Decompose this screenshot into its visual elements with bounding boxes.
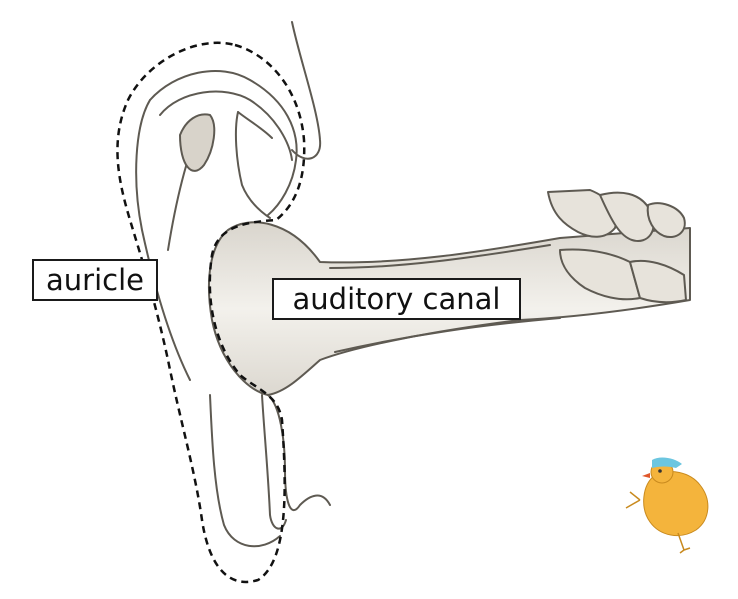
auricle-label: auricle [32, 259, 158, 301]
auditory-canal-label-text: auditory canal [292, 281, 501, 316]
auricle-drawing [135, 21, 331, 548]
auditory-canal-label: auditory canal [272, 278, 521, 320]
ossicles-drawing [547, 189, 687, 304]
auricle-label-text: auricle [46, 262, 144, 297]
auricle-dashed-outline [116, 41, 306, 584]
chick-mascot-icon [625, 457, 709, 554]
